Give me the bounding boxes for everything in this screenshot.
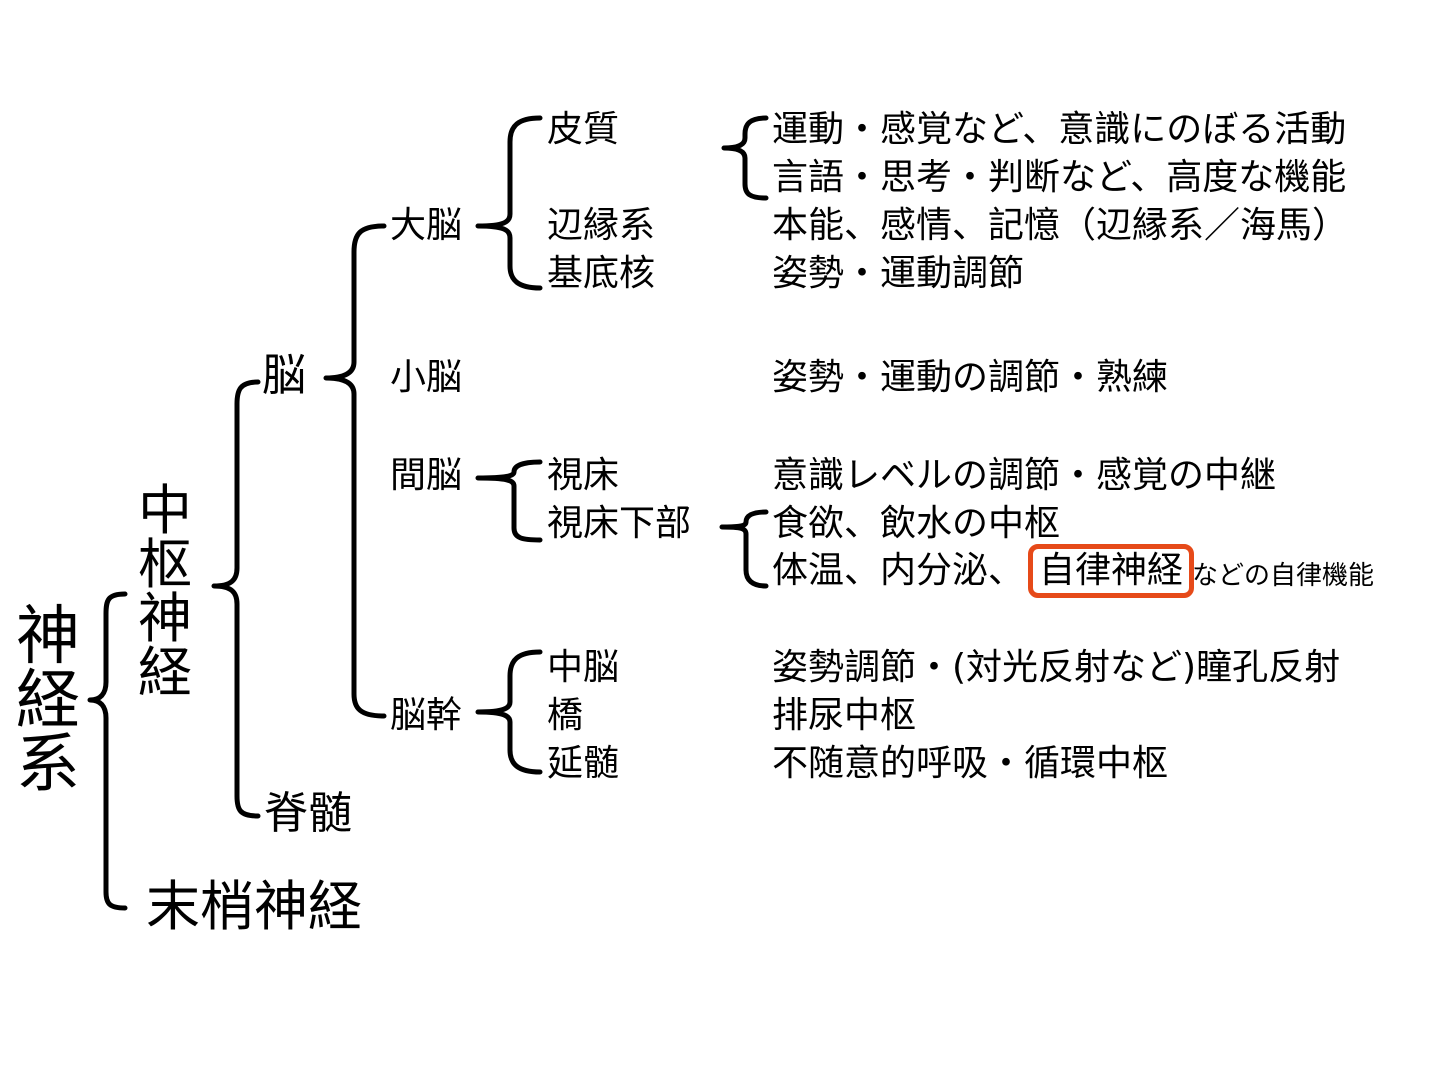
vertical-char: 系 <box>16 728 80 802</box>
spinal-label: 脊髄 <box>264 788 352 839</box>
cns-label: 中枢神経 <box>138 484 192 700</box>
brain-label: 脳 <box>262 350 306 401</box>
bracket-cns <box>211 379 261 819</box>
function-hypothalamus-2-prefix: 体温、内分泌、 <box>772 550 1025 591</box>
function-thalamus: 意識レベルの調節・感覚の中継 <box>772 455 1277 496</box>
function-hypothalamus-2-suffix: などの自律機能 <box>1192 561 1375 591</box>
bracket-cerebrum <box>475 115 543 291</box>
pons-label: 橋 <box>547 695 584 736</box>
vertical-char: 枢 <box>138 533 192 596</box>
bracket-hypothalamus <box>719 509 769 589</box>
vertical-char: 神 <box>16 600 80 674</box>
function-limbic: 本能、感情、記憶（辺縁系／海馬） <box>772 205 1349 246</box>
brainstem-label: 脳幹 <box>390 695 463 736</box>
function-medulla: 不随意的呼吸・循環中枢 <box>772 743 1169 784</box>
bracket-brain <box>323 223 387 719</box>
thalamus-label: 視床 <box>547 455 620 496</box>
root-text: 神経系 <box>16 605 80 797</box>
highlight-box: 自律神経 <box>1028 544 1195 598</box>
cns-text: 中枢神経 <box>138 484 192 700</box>
root-label: 神経系 <box>16 605 80 797</box>
pns-label: 末梢神経 <box>146 875 362 938</box>
diencephalon-label: 間脳 <box>390 455 463 496</box>
function-cortex-1: 運動・感覚など、意識にのぼる活動 <box>772 109 1347 150</box>
cerebrum-label: 大脳 <box>390 205 463 246</box>
vertical-char: 神 <box>138 587 192 650</box>
bracket-root <box>87 591 128 911</box>
basal-label: 基底核 <box>547 253 656 294</box>
vertical-char: 中 <box>138 479 192 542</box>
function-basal: 姿勢・運動調節 <box>772 253 1025 294</box>
vertical-char: 経 <box>16 664 80 738</box>
function-hypothalamus-2: 体温、内分泌、 自律神経 などの自律機能 <box>772 544 1374 598</box>
function-pons: 排尿中枢 <box>772 695 917 736</box>
limbic-label: 辺縁系 <box>547 205 656 246</box>
function-hypothalamus-1: 食欲、飲水の中枢 <box>772 503 1061 544</box>
midbrain-label: 中脳 <box>547 647 620 688</box>
bracket-diencephalon <box>475 459 543 543</box>
bracket-cortex <box>721 115 769 201</box>
medulla-label: 延髄 <box>547 743 620 784</box>
cortex-label: 皮質 <box>547 109 620 150</box>
hypothalamus-label: 視床下部 <box>547 503 692 544</box>
function-cortex-2: 言語・思考・判断など、高度な機能 <box>772 157 1347 198</box>
function-midbrain: 姿勢調節・(対光反射など)瞳孔反射 <box>772 647 1341 688</box>
function-cerebellum: 姿勢・運動の調節・熟練 <box>772 357 1169 398</box>
autonomic-nerve-highlight: 自律神経 <box>1039 550 1184 591</box>
bracket-brainstem <box>475 649 543 775</box>
cerebellum-label: 小脳 <box>390 357 463 398</box>
vertical-char: 経 <box>138 641 192 704</box>
